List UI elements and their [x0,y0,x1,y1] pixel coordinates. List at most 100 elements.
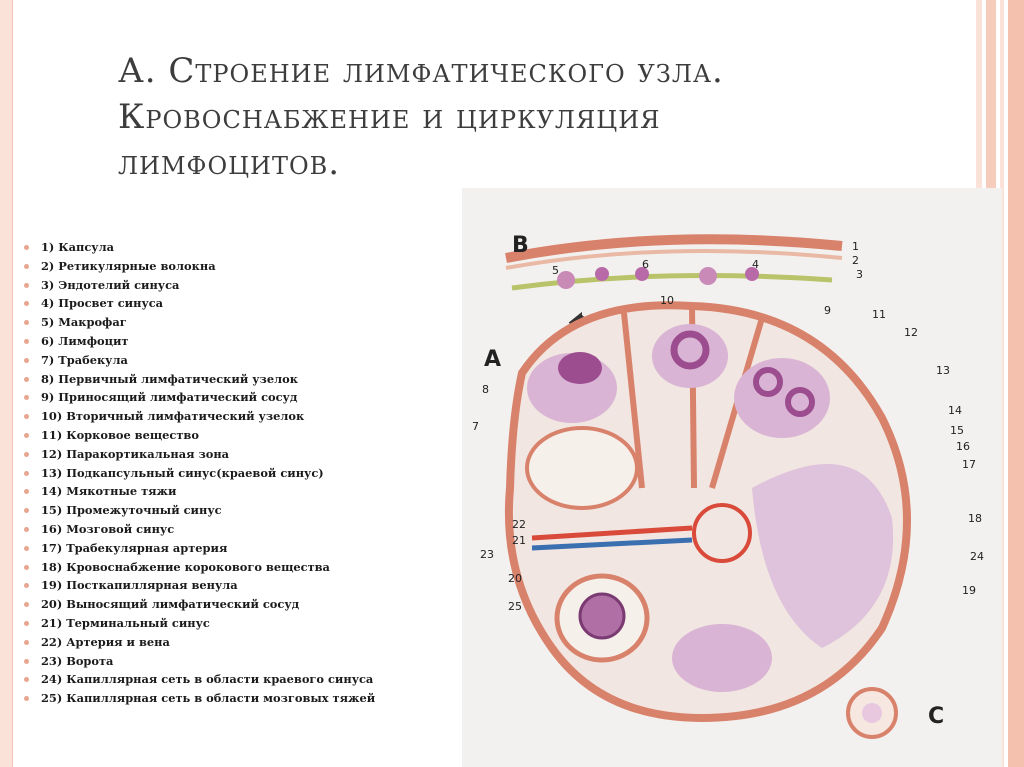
bullet-icon [24,677,29,683]
legend-item: 8) Первичный лимфатический узелок [24,370,444,389]
legend-item: 15) Промежуточный синус [24,501,444,520]
callout-number: 9 [824,304,831,317]
callout-number: 16 [956,440,970,453]
callout-number: 13 [936,364,950,377]
germinal-center [785,387,815,417]
legend-item: 10) Вторичный лимфатический узелок [24,407,444,426]
legend-item: 4) Просвет синуса [24,294,444,313]
legend-item: 5) Макрофаг [24,313,444,332]
germinal-center [753,367,783,397]
left-decor-stripe [0,0,13,767]
bullet-icon [24,451,29,457]
callout-number: 7 [472,420,479,433]
legend-item: 22) Артерия и вена [24,633,444,652]
legend-item: 23) Ворота [24,652,444,671]
legend-item: 13) Подкапсульный синус(краевой синус) [24,464,444,483]
callout-number: 8 [482,383,489,396]
callout-number: 21 [512,534,526,547]
callout-number: 22 [512,518,526,531]
macrophage-cell [699,267,717,285]
macrophage-cell [557,271,575,289]
bullet-icon [24,696,29,702]
artery [531,525,693,541]
callout-number: 11 [872,308,886,321]
callout-number: 12 [904,326,918,339]
lymphocyte-cell [745,267,759,281]
legend-item: 3) Эндотелий синуса [24,276,444,295]
legend-item: 12) Паракортикальная зона [24,445,444,464]
bullet-icon [24,545,29,551]
legend-item: 1) Капсула [24,238,444,257]
legend-item: 2) Ретикулярные волокна [24,257,444,276]
germinal-center [670,330,710,370]
callout-number: 24 [970,550,984,563]
title-line-2: Кровоснабжение и циркуляция [118,97,661,137]
legend-item: 24) Капиллярная сеть в области краевого … [24,670,444,689]
lower-nodule [578,592,626,640]
medullary-cord [672,624,772,692]
bullet-icon [24,263,29,269]
callout-number: 1 [852,240,859,253]
callout-number: 17 [962,458,976,471]
legend-item: 9) Приносящий лимфатический сосуд [24,388,444,407]
callout-number: 19 [962,584,976,597]
bullet-icon [24,489,29,495]
bullet-icon [24,301,29,307]
bullet-icon [24,602,29,608]
hilum-vessel-ring [692,503,752,563]
bullet-icon [24,564,29,570]
medulla-region [752,464,894,648]
bullet-icon [24,526,29,532]
bullet-icon [24,470,29,476]
callout-number: 18 [968,512,982,525]
bullet-icon [24,245,29,250]
title-line-3: лимфоцитов. [118,143,341,183]
bullet-icon [24,583,29,589]
bullet-icon [24,620,29,626]
callout-number: 14 [948,404,962,417]
callout-number: 4 [752,258,759,271]
legend-list: 1) Капсула 2) Ретикулярные волокна 3) Эн… [24,238,444,708]
legend-item: 7) Трабекула [24,351,444,370]
legend-item: 6) Лимфоцит [24,332,444,351]
panel-label-b: В [512,233,529,258]
bullet-icon [24,357,29,363]
callout-number: 20 [508,572,522,585]
vein [531,537,693,551]
reticular-network [525,426,639,510]
legend-item: 25) Капиллярная сеть в области мозговых … [24,689,444,708]
title-line-1: А. Строение лимфатического узла. [118,51,724,91]
secondary-nodule [734,358,830,438]
callout-number: 15 [950,424,964,437]
callout-number: 23 [480,548,494,561]
lymphocyte-cell [595,267,609,281]
bullet-icon [24,376,29,382]
legend-item: 19) Посткапиллярная венула [24,576,444,595]
bullet-icon [24,432,29,438]
bullet-icon [24,395,29,401]
slide-title: А. Строение лимфатического узла. Кровосн… [118,48,918,186]
callout-number: 6 [642,258,649,271]
legend-item: 21) Терминальный синус [24,614,444,633]
panel-label-c: С [928,704,944,729]
bullet-icon [24,414,29,420]
legend-item: 11) Корковое вещество [24,426,444,445]
lymph-node-illustration: В А С 1 2 3 4 5 6 7 8 9 10 11 12 13 14 1… [472,233,984,739]
legend-item: 17) Трабекулярная артерия [24,539,444,558]
legend-item: 20) Выносящий лимфатический сосуд [24,595,444,614]
panel-b-capsule-detail [505,234,843,291]
bullet-icon [24,508,29,514]
bullet-icon [24,320,29,326]
lymphocyte-cell [635,267,649,281]
panel-a-lymph-node [504,301,911,723]
legend-item: 14) Мякотные тяжи [24,482,444,501]
bullet-icon [24,639,29,645]
callout-number: 25 [508,600,522,613]
callout-number: 5 [552,264,559,277]
germinal-center [558,352,602,384]
bullet-icon [24,658,29,664]
legend-item: 18) Кровоснабжение корокового вещества [24,558,444,577]
callout-number: 3 [856,268,863,281]
lymph-node-diagram: В А С 1 2 3 4 5 6 7 8 9 10 11 12 13 14 1… [462,188,1002,767]
legend-item: 16) Мозговой синус [24,520,444,539]
